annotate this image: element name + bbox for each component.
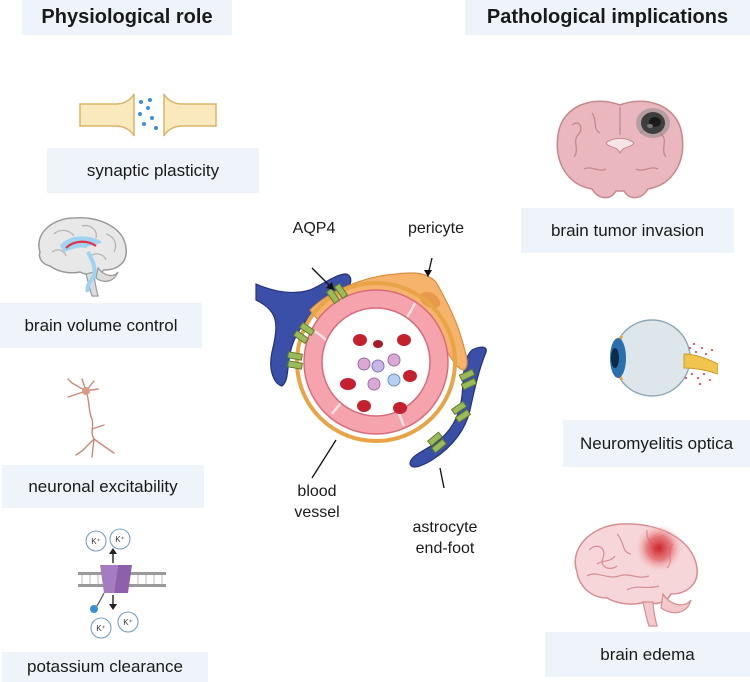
blood-vessel-label-line1: blood <box>297 483 337 500</box>
synapse-icon <box>79 93 217 137</box>
brain-edema-label: brain edema <box>545 632 750 677</box>
brain-edema-icon <box>574 523 698 627</box>
potassium-channel-icon: K⁺ K⁺ K⁺ K⁺ <box>78 528 166 639</box>
brain-tumor-invasion-label: brain tumor invasion <box>521 208 734 253</box>
aqp4-channels <box>287 282 478 454</box>
potassium-ion-label: K⁺ <box>115 535 125 544</box>
physiological-role-header: Physiological role <box>22 0 232 35</box>
eye-optic-nerve-icon <box>610 319 718 397</box>
pathological-implications-header: Pathological implications <box>465 0 750 35</box>
astrocyte-endfoot-label: astrocyte end-foot <box>400 517 490 559</box>
pericyte-label: pericyte <box>407 220 465 237</box>
brain-volume-control-label: brain volume control <box>0 303 202 348</box>
potassium-ion-label: K⁺ <box>123 618 133 627</box>
brain-tumor-icon <box>556 100 684 199</box>
blood-vessel-label: blood vessel <box>284 481 350 523</box>
neuromyelitis-optica-label: Neuromyelitis optica <box>563 420 750 467</box>
neuronal-excitability-label: neuronal excitability <box>2 465 204 508</box>
potassium-ion-label: K⁺ <box>96 624 106 633</box>
white-blood-cells <box>357 353 401 391</box>
astrocyte-endfoot-left <box>255 273 352 387</box>
brain-ventricle-icon <box>38 217 127 297</box>
aqp4-label: AQP4 <box>292 220 336 237</box>
blood-vessel-label-line2: vessel <box>294 504 340 521</box>
potassium-ion-label: K⁺ <box>91 537 101 546</box>
potassium-clearance-label: potassium clearance <box>2 652 208 682</box>
neuron-icon <box>67 378 115 458</box>
red-blood-cells <box>340 334 417 414</box>
neurovascular-unit-diagram <box>255 258 487 488</box>
astrocyte-label-line1: astrocyte <box>412 519 478 536</box>
astrocyte-label-line2: end-foot <box>415 540 475 557</box>
synaptic-plasticity-label: synaptic plasticity <box>47 148 259 193</box>
